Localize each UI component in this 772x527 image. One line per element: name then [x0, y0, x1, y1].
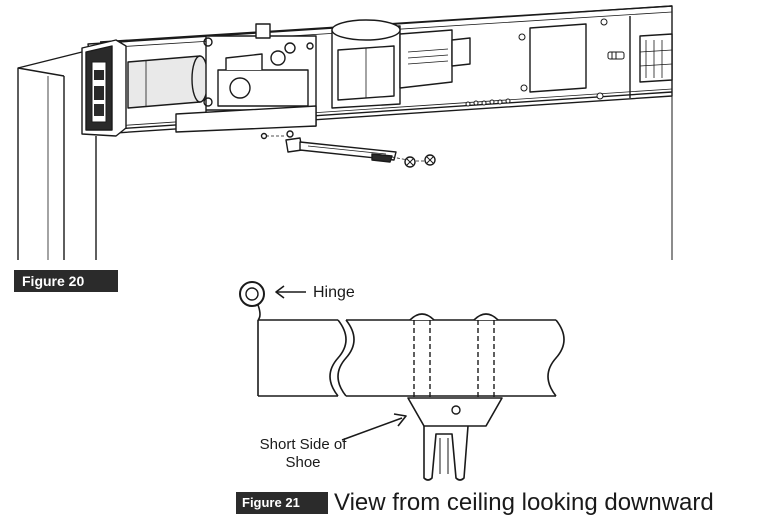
- hinge-label: Hinge: [313, 284, 355, 301]
- screw-right: [473, 313, 499, 398]
- arm-assembly: [260, 130, 436, 168]
- door-left-segment: [257, 319, 347, 397]
- figure-21-badge: Figure 21: [236, 492, 328, 514]
- access-plate: [529, 23, 587, 93]
- figure-21-caption: View from ceiling looking downward: [334, 489, 714, 516]
- shoe: [407, 397, 503, 427]
- mount-holes: [465, 18, 608, 107]
- slot-marks: [607, 51, 625, 60]
- figure-20-badge: Figure 20: [14, 270, 118, 292]
- arm-channel: [423, 425, 469, 481]
- door-right-segment: [337, 319, 565, 397]
- solenoid: [331, 19, 471, 109]
- gearbox: [175, 23, 317, 133]
- motor: [127, 55, 209, 109]
- short-side-arrow: [341, 413, 407, 441]
- terminal-block: [639, 33, 673, 83]
- short-side-of-shoe-label: Short Side of Shoe: [259, 436, 347, 471]
- hinge-arrow: [275, 285, 306, 299]
- end-cap: [81, 39, 127, 137]
- hinge-symbol: [239, 281, 265, 321]
- screw-left: [409, 313, 435, 398]
